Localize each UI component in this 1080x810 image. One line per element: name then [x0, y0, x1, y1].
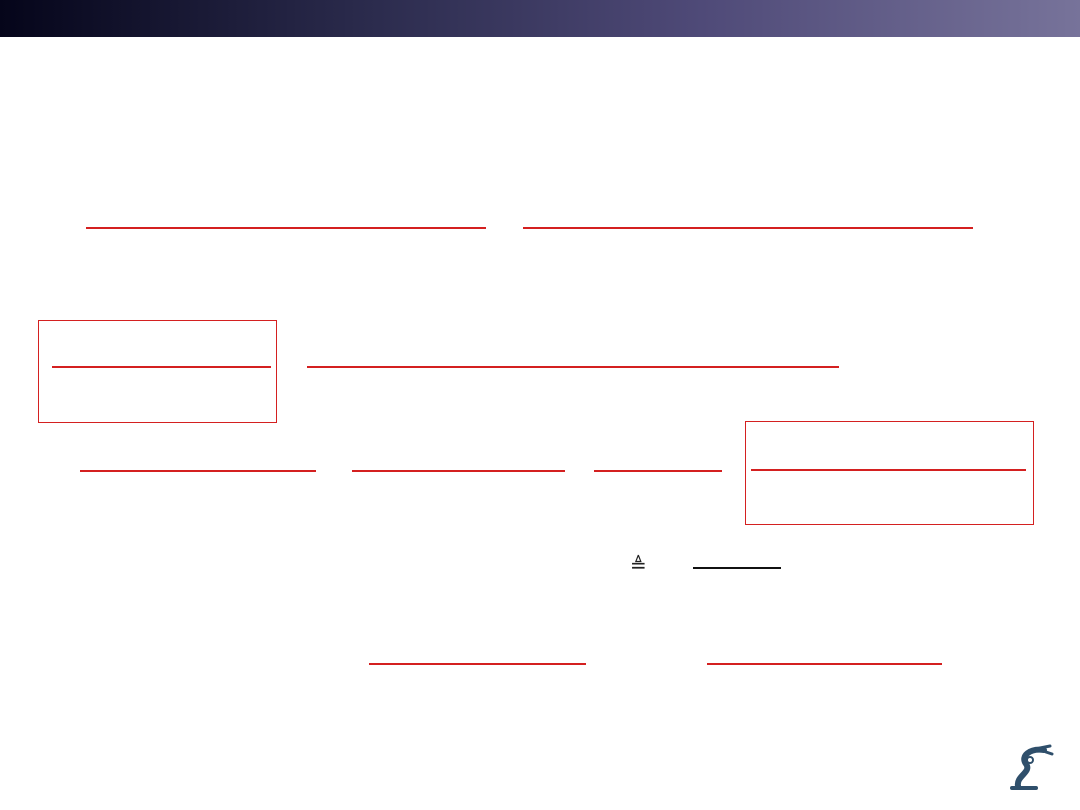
- highlight-box-right: [745, 421, 1034, 525]
- underline-row3-c: [594, 470, 722, 472]
- title-bar: [0, 0, 1080, 37]
- defined-as-symbol: ≜: [630, 553, 647, 577]
- highlight-box-left: [38, 320, 277, 423]
- underline-box-right: [751, 469, 1026, 471]
- underline-row5-right: [707, 663, 942, 665]
- underline-row1-right: [523, 227, 973, 229]
- robot-arm-logo-icon: [1010, 744, 1054, 790]
- underline-box-left: [52, 366, 271, 368]
- underline-row3-a: [80, 470, 316, 472]
- underline-row5-left: [369, 663, 586, 665]
- underline-row2-long: [307, 366, 839, 368]
- fraction-bar: [693, 567, 781, 569]
- underline-row1-left: [86, 227, 486, 229]
- underline-row3-b: [352, 470, 565, 472]
